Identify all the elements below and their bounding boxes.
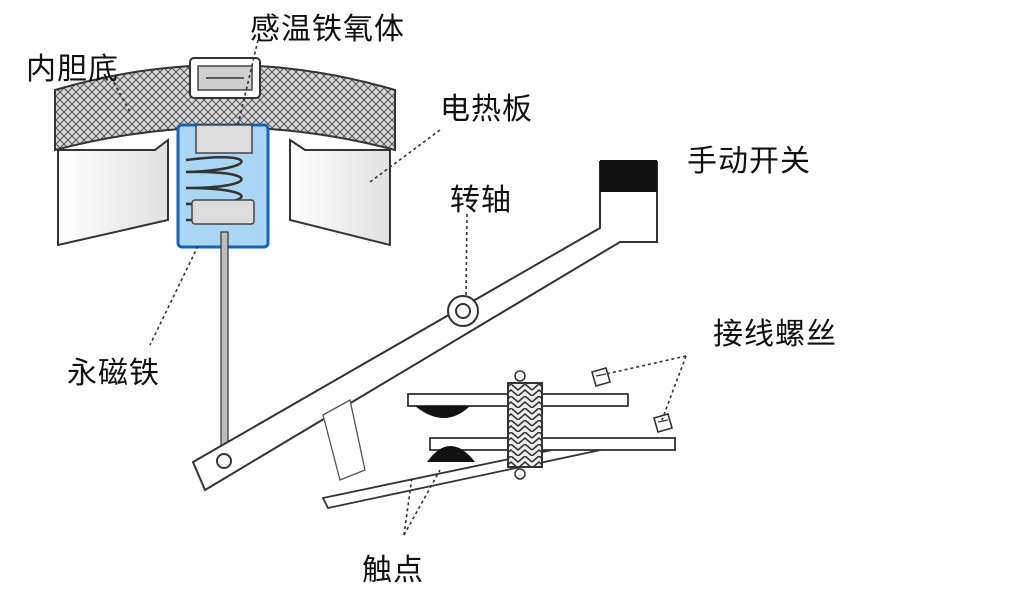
label-sensor: 感温铁氧体 (250, 12, 405, 47)
label-contacts: 触点 (362, 553, 424, 588)
heating-plate (57, 137, 391, 247)
push-rod (220, 231, 229, 458)
pivot-icon (447, 295, 479, 327)
lower-contact (427, 446, 475, 462)
terminal-screw-icon (591, 367, 611, 387)
rod-end-eyelet (216, 453, 232, 469)
inner-pot-bottom (54, 64, 396, 152)
lever-arm (191, 161, 658, 492)
insulating-block (507, 370, 543, 480)
manual-switch-cap[interactable] (600, 160, 657, 192)
label-terminal-screws: 接线螺丝 (713, 317, 837, 352)
label-magnet: 永磁铁 (67, 356, 160, 391)
upper-contact (415, 406, 470, 418)
label-inner-bottom: 内胆底 (26, 52, 119, 87)
leader-lines (107, 39, 687, 536)
label-heating-plate: 电热板 (440, 92, 533, 127)
temperature-ferrite (189, 57, 261, 99)
lower-contact-plate (429, 437, 676, 451)
sensor-housing (176, 123, 270, 249)
label-manual-switch: 手动开关 (687, 144, 811, 179)
label-pivot: 转轴 (450, 183, 512, 218)
terminal-screw-icon (653, 413, 673, 433)
